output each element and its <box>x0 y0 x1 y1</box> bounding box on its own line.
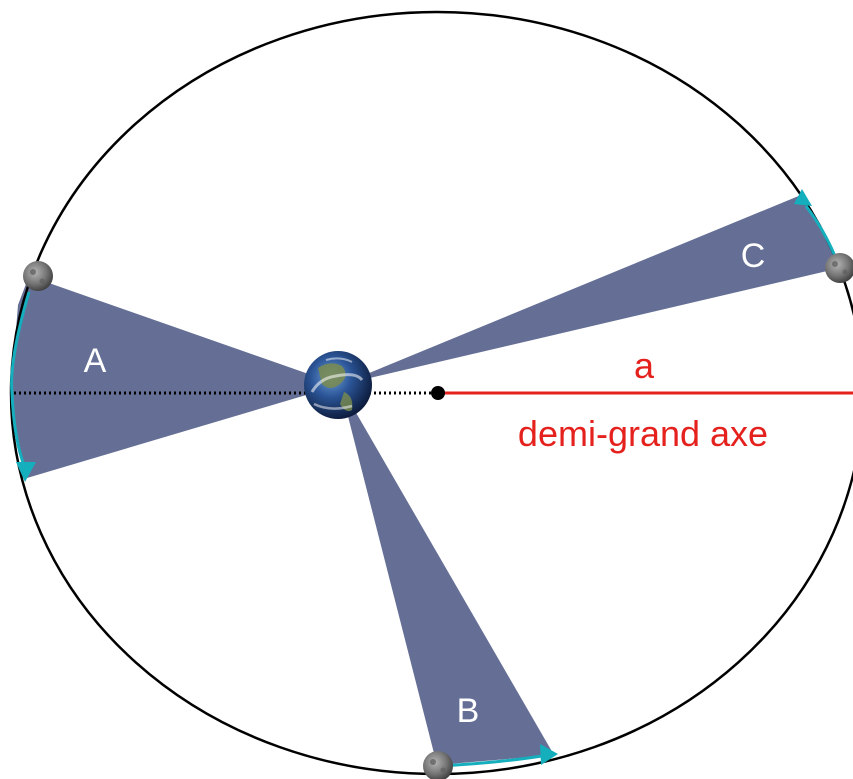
earth-icon <box>304 351 372 419</box>
ellipse-center-dot <box>431 386 445 400</box>
sector-a <box>11 276 340 478</box>
sector-c-label: C <box>741 237 766 275</box>
sector-c <box>340 195 840 385</box>
moon-a-icon <box>23 261 53 291</box>
arc-a <box>10 291 31 469</box>
moon-b-icon <box>423 751 453 779</box>
sector-b <box>340 385 554 765</box>
sector-a-label: A <box>84 342 107 380</box>
arrow-b-icon <box>540 744 558 765</box>
arrow-a-icon <box>16 462 36 482</box>
semi-major-axis-caption: demi-grand axe <box>518 413 768 454</box>
sector-b-label: B <box>457 692 480 730</box>
arrow-c-icon <box>794 189 812 206</box>
semi-major-axis-symbol: a <box>634 345 655 386</box>
moon-c-icon <box>825 253 853 283</box>
